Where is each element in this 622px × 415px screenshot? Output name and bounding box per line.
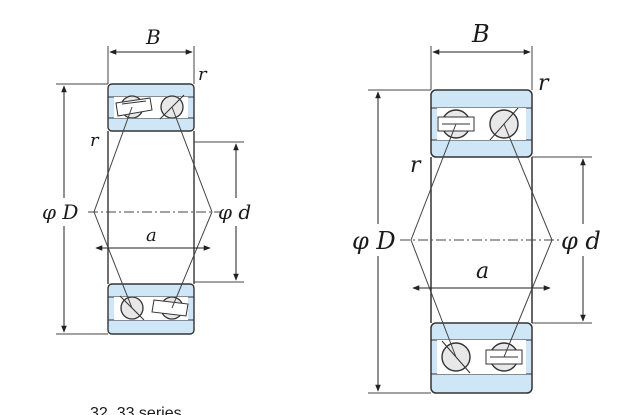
left-outer-diameter-dimension: [56, 83, 108, 335]
right-bottom-ring-section: [430, 322, 533, 394]
left-top-ring-section: [107, 83, 195, 132]
left-label-r-outer: r: [198, 64, 208, 85]
right-label-phi-D: φ D: [352, 227, 396, 255]
left-bearing-drawing: B r r φ D φ d a: [42, 25, 251, 335]
left-series-caption: 32, 33 series: [90, 405, 182, 415]
left-label-r-inner: r: [90, 130, 100, 151]
right-bore-dimension: [532, 156, 592, 324]
left-bore-dimension: [194, 141, 244, 283]
right-top-ring-section: [430, 89, 533, 158]
left-label-B: B: [145, 25, 161, 49]
left-label-a: a: [146, 225, 157, 246]
left-label-phi-D: φ D: [42, 200, 78, 224]
left-bottom-ring-section: [107, 283, 195, 335]
right-label-r-inner: r: [410, 153, 422, 178]
left-label-phi-d: φ d: [218, 200, 251, 224]
left-width-dimension: [107, 46, 195, 84]
right-outer-diameter-dimension: [368, 89, 431, 394]
right-label-B: B: [471, 20, 490, 48]
right-width-dimension: [430, 46, 533, 90]
right-bearing-drawing: B r r φ D φ d a: [352, 20, 601, 394]
right-label-phi-d: φ d: [561, 227, 601, 255]
right-label-a: a: [476, 259, 489, 284]
right-label-r-outer: r: [538, 71, 550, 96]
